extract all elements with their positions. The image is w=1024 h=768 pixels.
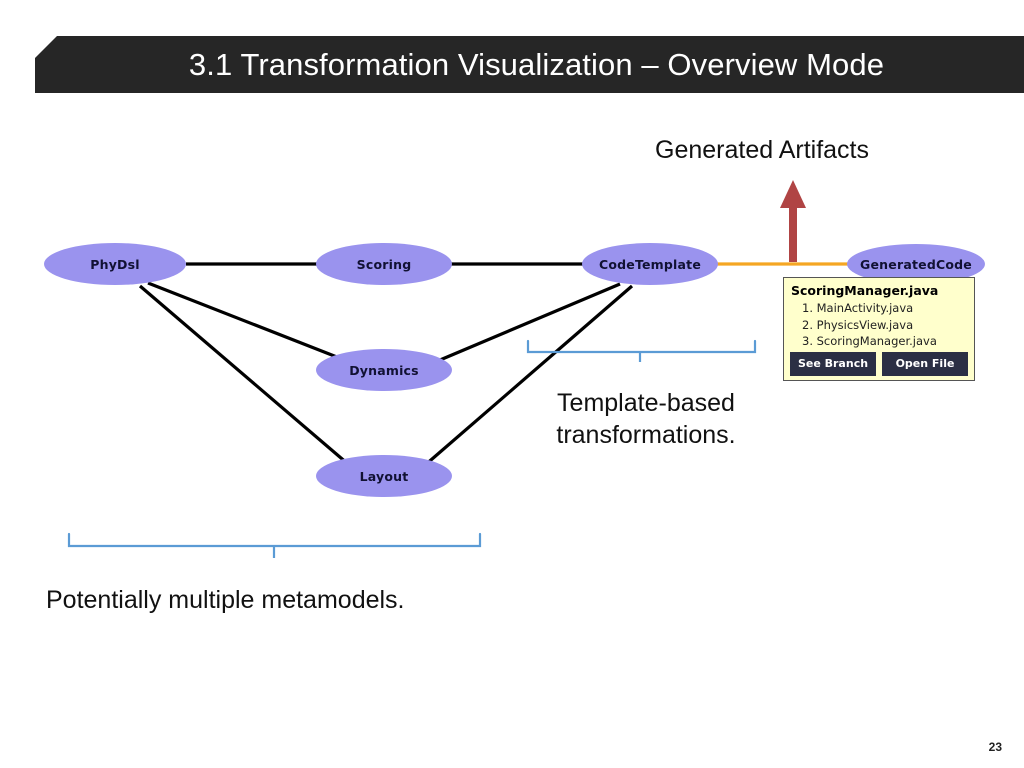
- brace-metamodels: [67, 532, 482, 558]
- page-number: 23: [988, 740, 1002, 754]
- graph-node-layout[interactable]: Layout: [316, 455, 452, 497]
- see-branch-button[interactable]: See Branch: [790, 352, 876, 376]
- annotation-potentially-multiple-metamodels: Potentially multiple metamodels.: [46, 586, 405, 614]
- list-item[interactable]: 2. PhysicsView.java: [802, 317, 914, 332]
- edge-codetemplate-dynamics: [439, 282, 621, 362]
- info-panel-title: ScoringManager.java: [791, 283, 939, 298]
- edge-codetemplate-layout: [422, 284, 634, 468]
- brace-template-transformations: [526, 339, 757, 362]
- annotation-template-based-transformations: Template-based transformations.: [556, 389, 736, 449]
- page-title: 3.1 Transformation Visualization – Overv…: [188, 46, 885, 82]
- slide-title-bar: 3.1 Transformation Visualization – Overv…: [35, 36, 1024, 93]
- graph-node-label: PhyDsl: [90, 256, 140, 272]
- info-panel-file-list: 1. MainActivity.java 2. PhysicsView.java…: [784, 300, 974, 350]
- edge-phydsl-layout: [138, 284, 350, 466]
- list-item[interactable]: 1. MainActivity.java: [802, 301, 914, 315]
- list-item[interactable]: 3. ScoringManager.java: [802, 334, 937, 348]
- graph-node-phydsl[interactable]: PhyDsl: [44, 243, 186, 285]
- graph-node-codetemplate[interactable]: CodeTemplate: [582, 243, 718, 285]
- generated-code-info-panel: ScoringManager.java 1. MainActivity.java…: [783, 277, 975, 381]
- graph-node-label: CodeTemplate: [598, 256, 702, 272]
- open-file-button[interactable]: Open File: [882, 352, 968, 376]
- generated-artifacts-arrow-icon: [780, 180, 806, 262]
- graph-node-label: Dynamics: [349, 362, 419, 378]
- graph-node-label: GeneratedCode: [860, 256, 972, 272]
- edge-phydsl-dynamics: [147, 281, 343, 361]
- info-panel-buttons: See Branch Open File: [784, 352, 974, 380]
- graph-node-label: Layout: [359, 468, 409, 484]
- graph-node-label: Scoring: [356, 256, 412, 272]
- graph-node-dynamics[interactable]: Dynamics: [316, 349, 452, 391]
- annotation-generated-artifacts: Generated Artifacts: [655, 136, 870, 164]
- graph-node-scoring[interactable]: Scoring: [316, 243, 452, 285]
